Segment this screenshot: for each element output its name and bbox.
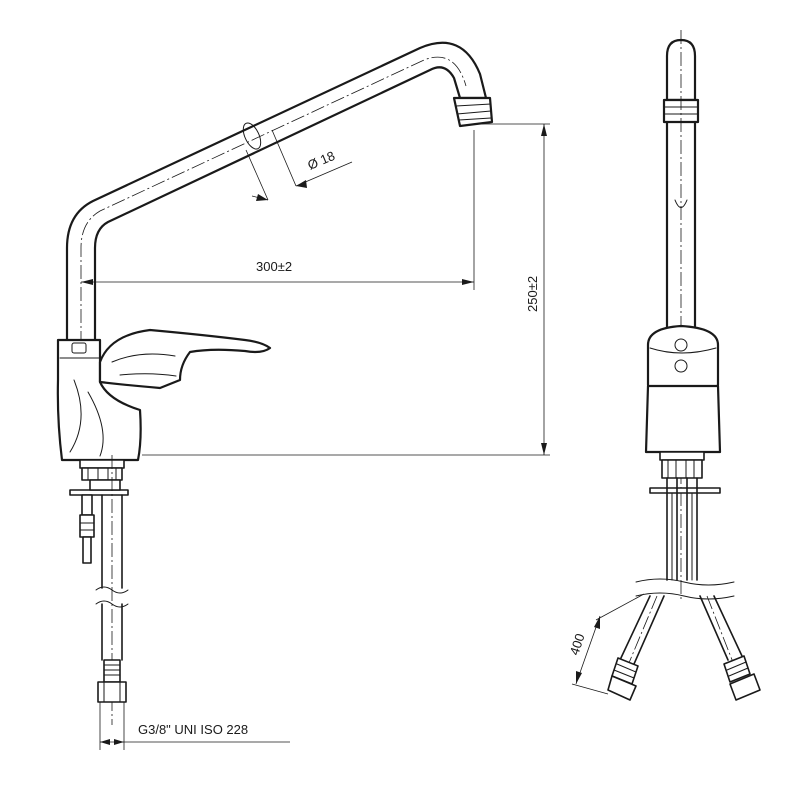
flexible-hose xyxy=(95,455,129,725)
lever-handle[interactable] xyxy=(98,328,272,390)
dimension-hose-length: 400 xyxy=(567,593,645,695)
reach-label: 300±2 xyxy=(256,259,292,274)
height-label: 250±2 xyxy=(525,276,540,312)
aerator xyxy=(452,96,494,128)
mounting-hardware xyxy=(69,459,129,564)
front-view: 400 xyxy=(567,30,761,701)
dimension-connection: G3/8" UNI ISO 228 xyxy=(99,702,290,750)
front-spout xyxy=(662,30,700,600)
front-hoses xyxy=(607,595,761,701)
diameter-label: Ø 18 xyxy=(305,148,337,173)
side-view xyxy=(56,41,494,725)
dimension-height: 250±2 xyxy=(142,123,550,456)
hose-length-label: 400 xyxy=(567,632,588,657)
front-break xyxy=(635,578,735,600)
front-mixer-body xyxy=(644,324,722,454)
front-mounting xyxy=(649,451,721,581)
dimension-reach: 300±2 xyxy=(81,130,475,290)
connection-label: G3/8" UNI ISO 228 xyxy=(138,722,248,737)
dimension-lines: Ø 18 300±2 250±2 G3/8" UNI ISO 228 xyxy=(81,123,550,750)
spout-tube xyxy=(65,41,488,347)
mixer-body xyxy=(56,338,142,462)
